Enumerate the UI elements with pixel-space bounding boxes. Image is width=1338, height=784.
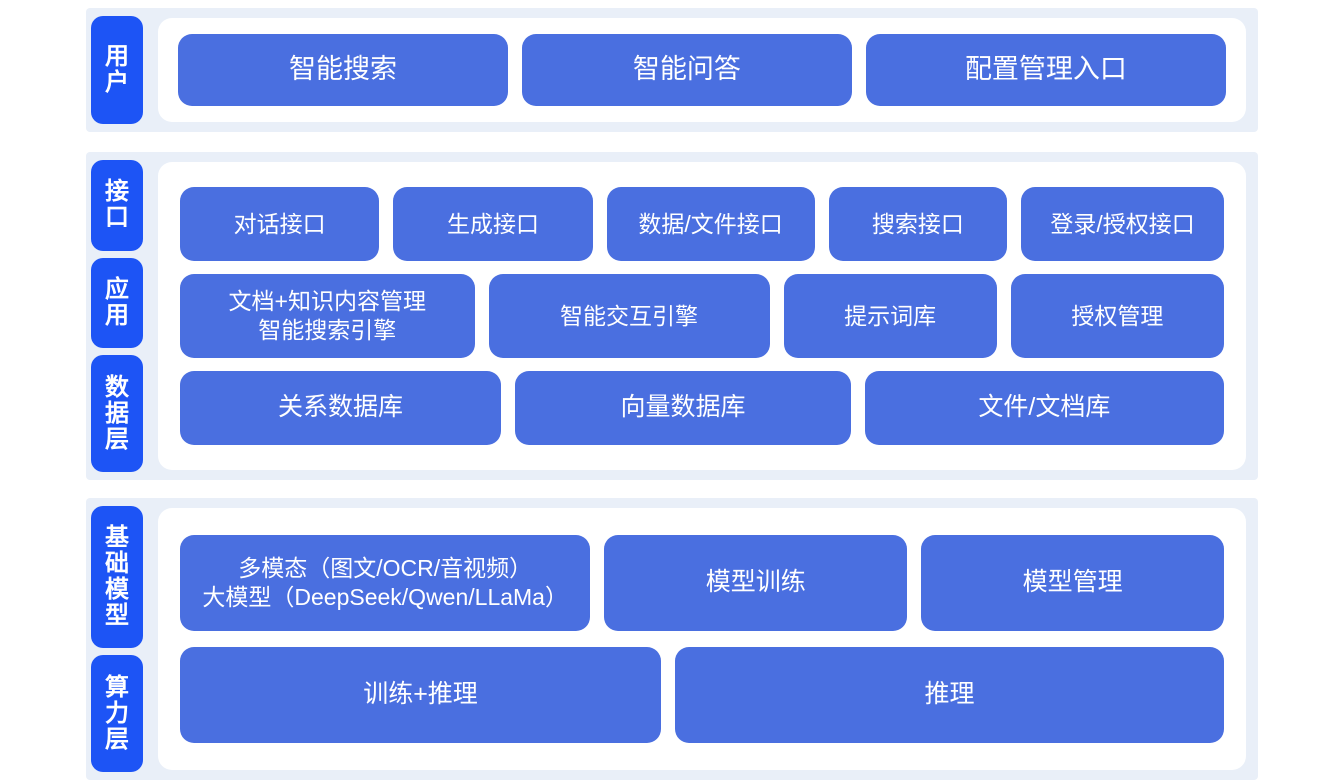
cell-model-training[interactable]: 模型训练 xyxy=(604,535,908,631)
cell-config-management-entry[interactable]: 配置管理入口 xyxy=(865,34,1226,106)
layer-tab-application-char-0: 应 xyxy=(105,276,129,304)
layer-tab-foundation-model-char-2: 模 xyxy=(105,576,129,604)
cell-train-plus-inference[interactable]: 训练+推理 xyxy=(180,647,662,743)
panel-middle: 对话接口 生成接口 数据/文件接口 搜索接口 登录/授权接口 文档+知识内容管理… xyxy=(158,162,1246,470)
cell-file-document-store[interactable]: 文件/文档库 xyxy=(864,371,1224,445)
layer-tab-interface-char-1: 口 xyxy=(105,204,129,232)
cell-doc-knowledge-and-search-engine[interactable]: 文档+知识内容管理 智能搜索引擎 xyxy=(180,274,475,358)
cell-relational-database[interactable]: 关系数据库 xyxy=(180,371,502,445)
cell-login-auth-api[interactable]: 登录/授权接口 xyxy=(1021,187,1224,261)
cell-smart-search[interactable]: 智能搜索 xyxy=(178,34,508,106)
layer-tab-user-char-1: 户 xyxy=(105,69,129,96)
tab-column-base: 基 础 模 型 算 力 层 xyxy=(86,498,148,780)
layer-tab-data-char-1: 据 xyxy=(105,399,129,427)
layer-tab-foundation-model-char-1: 础 xyxy=(105,550,129,578)
row-data: 关系数据库 向量数据库 文件/文档库 xyxy=(180,371,1224,445)
row-application: 文档+知识内容管理 智能搜索引擎 智能交互引擎 提示词库 授权管理 xyxy=(180,274,1225,358)
cell-authorization-management[interactable]: 授权管理 xyxy=(1010,274,1225,358)
section-base: 基 础 模 型 算 力 层 多模态（图文/OCR/音视频） 大模型（DeepSe… xyxy=(86,498,1258,780)
layer-tab-foundation-model-char-3: 型 xyxy=(105,602,129,630)
layer-tab-compute: 算 力 层 xyxy=(91,655,143,772)
layer-tab-foundation-model: 基 础 模 型 xyxy=(91,506,143,649)
tab-column-middle: 接 口 应 用 数 据 层 xyxy=(86,152,148,480)
layer-tab-foundation-model-char-0: 基 xyxy=(105,524,129,552)
panel-base: 多模态（图文/OCR/音视频） 大模型（DeepSeek/Qwen/LLaMa）… xyxy=(158,508,1246,770)
layer-tab-compute-char-1: 力 xyxy=(105,699,129,727)
section-middle: 接 口 应 用 数 据 层 对话接口 生成接口 数据/文件接口 搜索接口 登录/… xyxy=(86,152,1258,480)
cell-data-file-api[interactable]: 数据/文件接口 xyxy=(606,187,815,261)
layer-tab-user-char-0: 用 xyxy=(105,43,129,71)
cell-model-management[interactable]: 模型管理 xyxy=(921,535,1225,631)
layer-tab-data: 数 据 层 xyxy=(91,355,143,473)
cell-vector-database[interactable]: 向量数据库 xyxy=(515,371,851,445)
layer-tab-application: 应 用 xyxy=(91,257,143,349)
row-model: 多模态（图文/OCR/音视频） 大模型（DeepSeek/Qwen/LLaMa）… xyxy=(180,535,1225,631)
cell-smart-interaction-engine[interactable]: 智能交互引擎 xyxy=(488,274,770,358)
layer-tab-interface-char-0: 接 xyxy=(105,178,129,206)
cell-inference[interactable]: 推理 xyxy=(675,647,1224,743)
tab-column-user: 用 户 xyxy=(86,8,148,132)
cell-multimodal-llm[interactable]: 多模态（图文/OCR/音视频） 大模型（DeepSeek/Qwen/LLaMa） xyxy=(180,535,591,631)
panel-user: 智能搜索 智能问答 配置管理入口 xyxy=(158,18,1246,122)
section-user: 用 户 智能搜索 智能问答 配置管理入口 xyxy=(86,8,1258,132)
cell-search-api[interactable]: 搜索接口 xyxy=(828,187,1008,261)
layer-tab-interface: 接 口 xyxy=(91,160,143,251)
cell-smart-qa[interactable]: 智能问答 xyxy=(521,34,852,106)
layer-tab-compute-char-0: 算 xyxy=(105,673,129,701)
cell-generation-api[interactable]: 生成接口 xyxy=(393,187,593,261)
layer-tab-compute-char-2: 层 xyxy=(105,725,129,753)
row-compute: 训练+推理 推理 xyxy=(180,647,1224,743)
cell-prompt-library[interactable]: 提示词库 xyxy=(783,274,997,358)
layer-tab-data-char-2: 层 xyxy=(105,425,129,453)
row-interface: 对话接口 生成接口 数据/文件接口 搜索接口 登录/授权接口 xyxy=(180,187,1224,261)
cell-dialogue-api[interactable]: 对话接口 xyxy=(180,187,380,261)
layer-tab-application-char-1: 用 xyxy=(105,302,129,330)
row-user-entries: 智能搜索 智能问答 配置管理入口 xyxy=(178,34,1226,106)
layer-tab-data-char-0: 数 xyxy=(105,373,129,401)
layer-tab-user: 用 户 xyxy=(91,16,143,124)
